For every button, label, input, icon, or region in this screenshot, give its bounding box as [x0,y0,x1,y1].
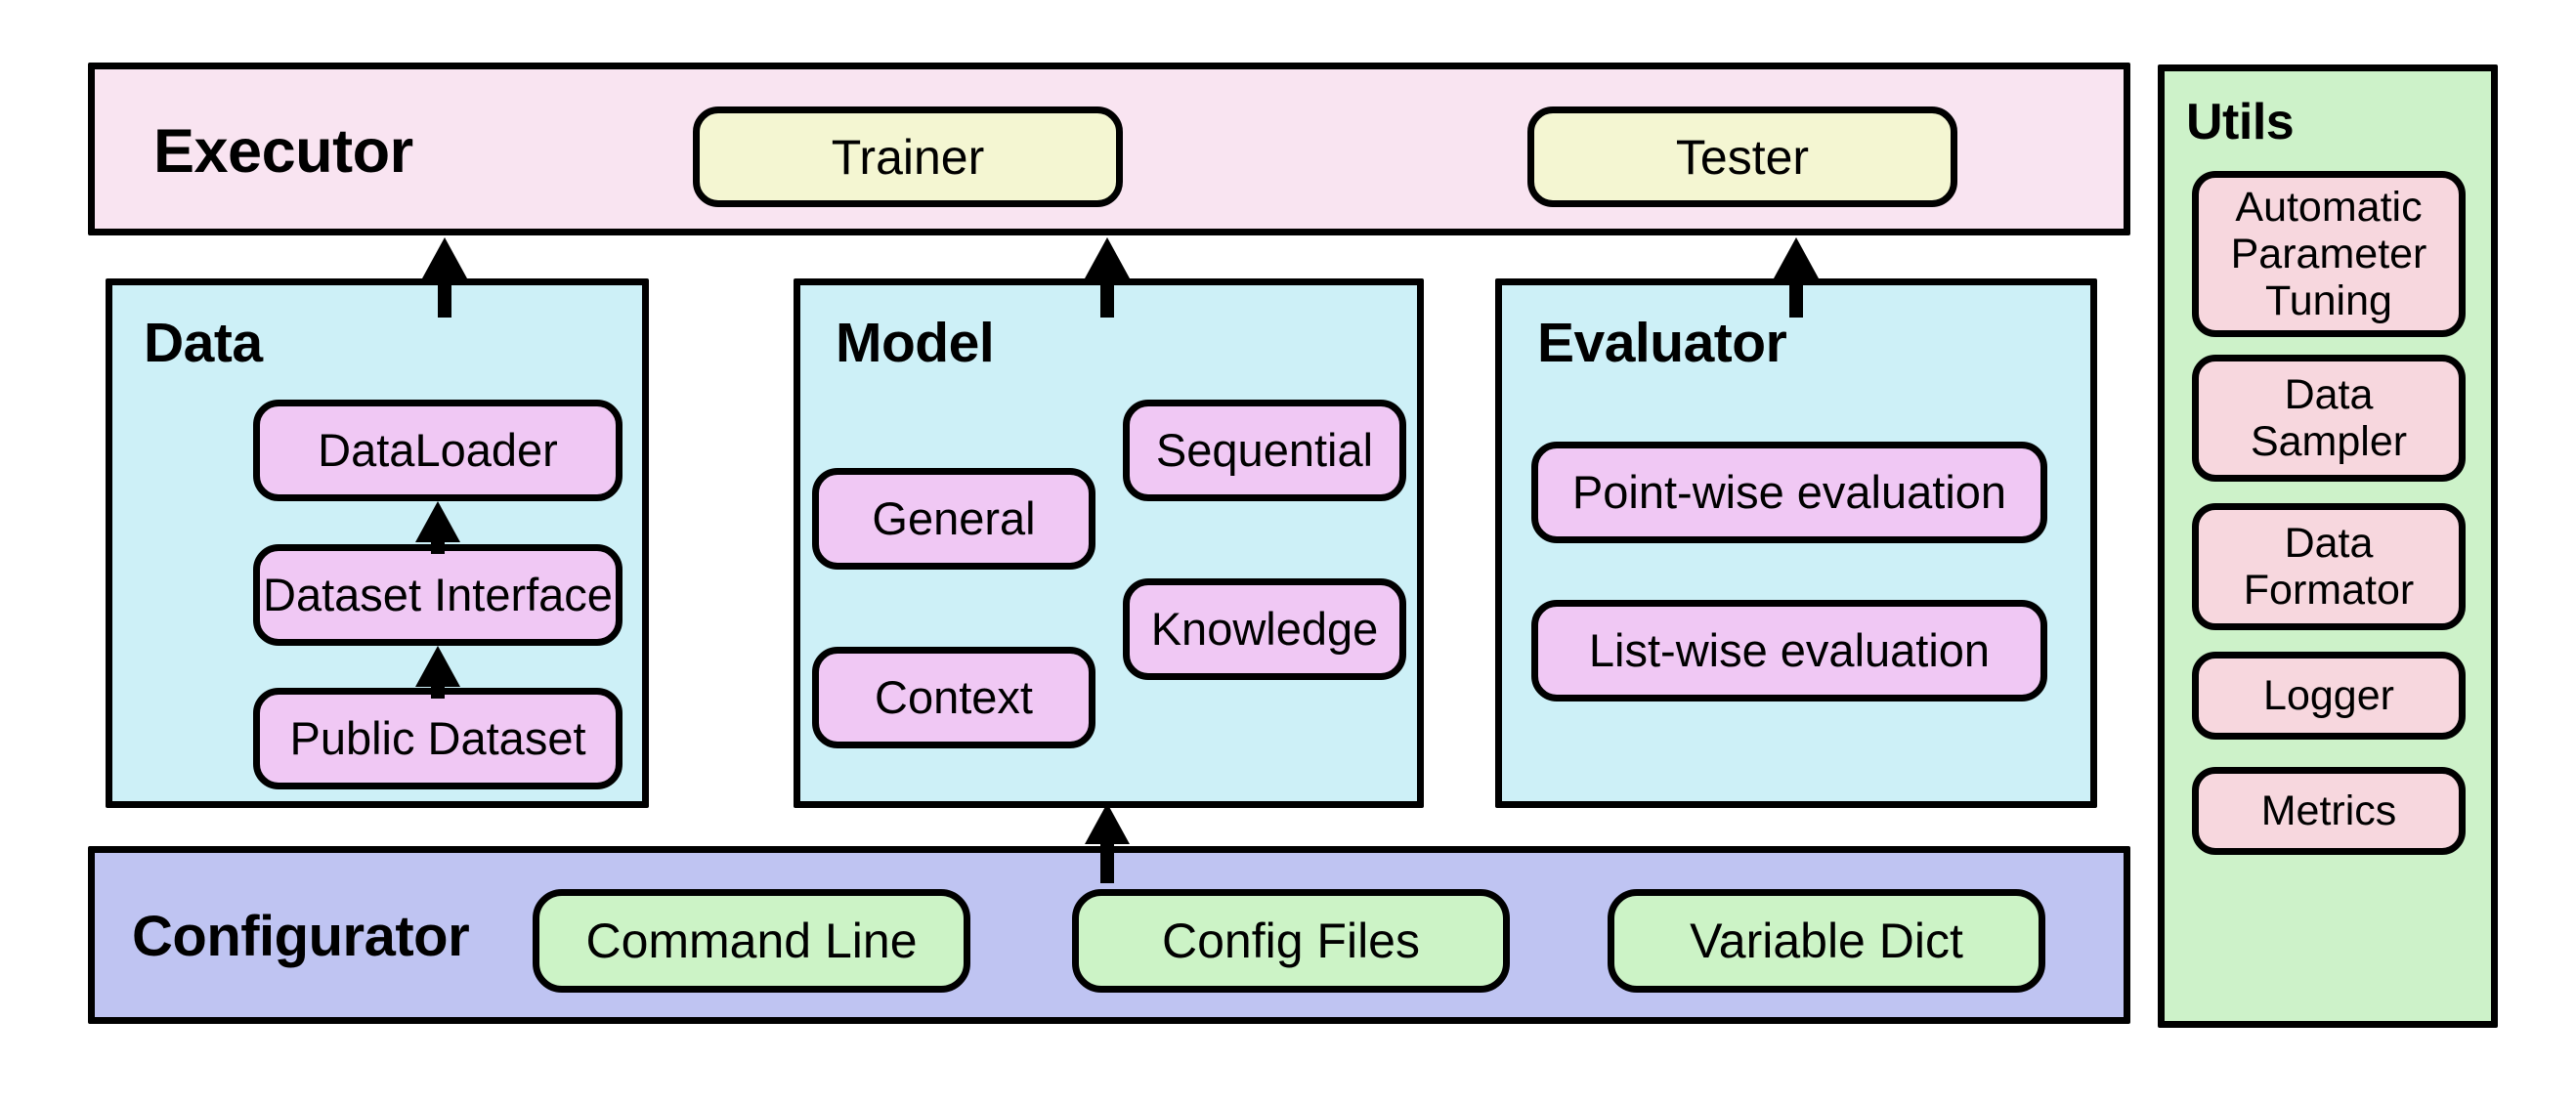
dataset-interface-node[interactable]: Dataset Interface [253,544,623,646]
logger-node[interactable]: Logger [2192,652,2466,740]
config-files-node[interactable]: Config Files [1072,889,1510,993]
executor-panel: Executor Trainer Tester [88,63,2130,235]
evaluator-panel: Evaluator Point-wise evaluation List-wis… [1495,278,2097,808]
metrics-node[interactable]: Metrics [2192,767,2466,855]
evaluator-title: Evaluator [1537,312,1787,374]
model-panel: Model Sequential General Knowledge Conte… [794,278,1424,808]
automatic-parameter-tuning-node[interactable]: Automatic Parameter Tuning [2192,171,2466,337]
command-line-node[interactable]: Command Line [533,889,970,993]
data-title: Data [144,312,263,374]
list-wise-evaluation-node[interactable]: List-wise evaluation [1531,600,2047,701]
trainer-node[interactable]: Trainer [693,106,1123,207]
configurator-title: Configurator [132,905,470,968]
public-dataset-node[interactable]: Public Dataset [253,688,623,789]
utils-title: Utils [2186,94,2295,150]
variable-dict-node[interactable]: Variable Dict [1608,889,2045,993]
dataloader-node[interactable]: DataLoader [253,400,623,501]
data-formator-node[interactable]: Data Formator [2192,503,2466,630]
data-sampler-node[interactable]: Data Sampler [2192,355,2466,482]
tester-node[interactable]: Tester [1527,106,1957,207]
model-title: Model [836,312,995,374]
data-panel: Data DataLoader Dataset Interface Public… [106,278,649,808]
knowledge-node[interactable]: Knowledge [1123,578,1406,680]
utils-panel: Utils Automatic Parameter Tuning Data Sa… [2158,64,2498,1028]
sequential-node[interactable]: Sequential [1123,400,1406,501]
point-wise-evaluation-node[interactable]: Point-wise evaluation [1531,442,2047,543]
executor-title: Executor [153,117,413,186]
general-node[interactable]: General [812,468,1095,570]
context-node[interactable]: Context [812,647,1095,748]
